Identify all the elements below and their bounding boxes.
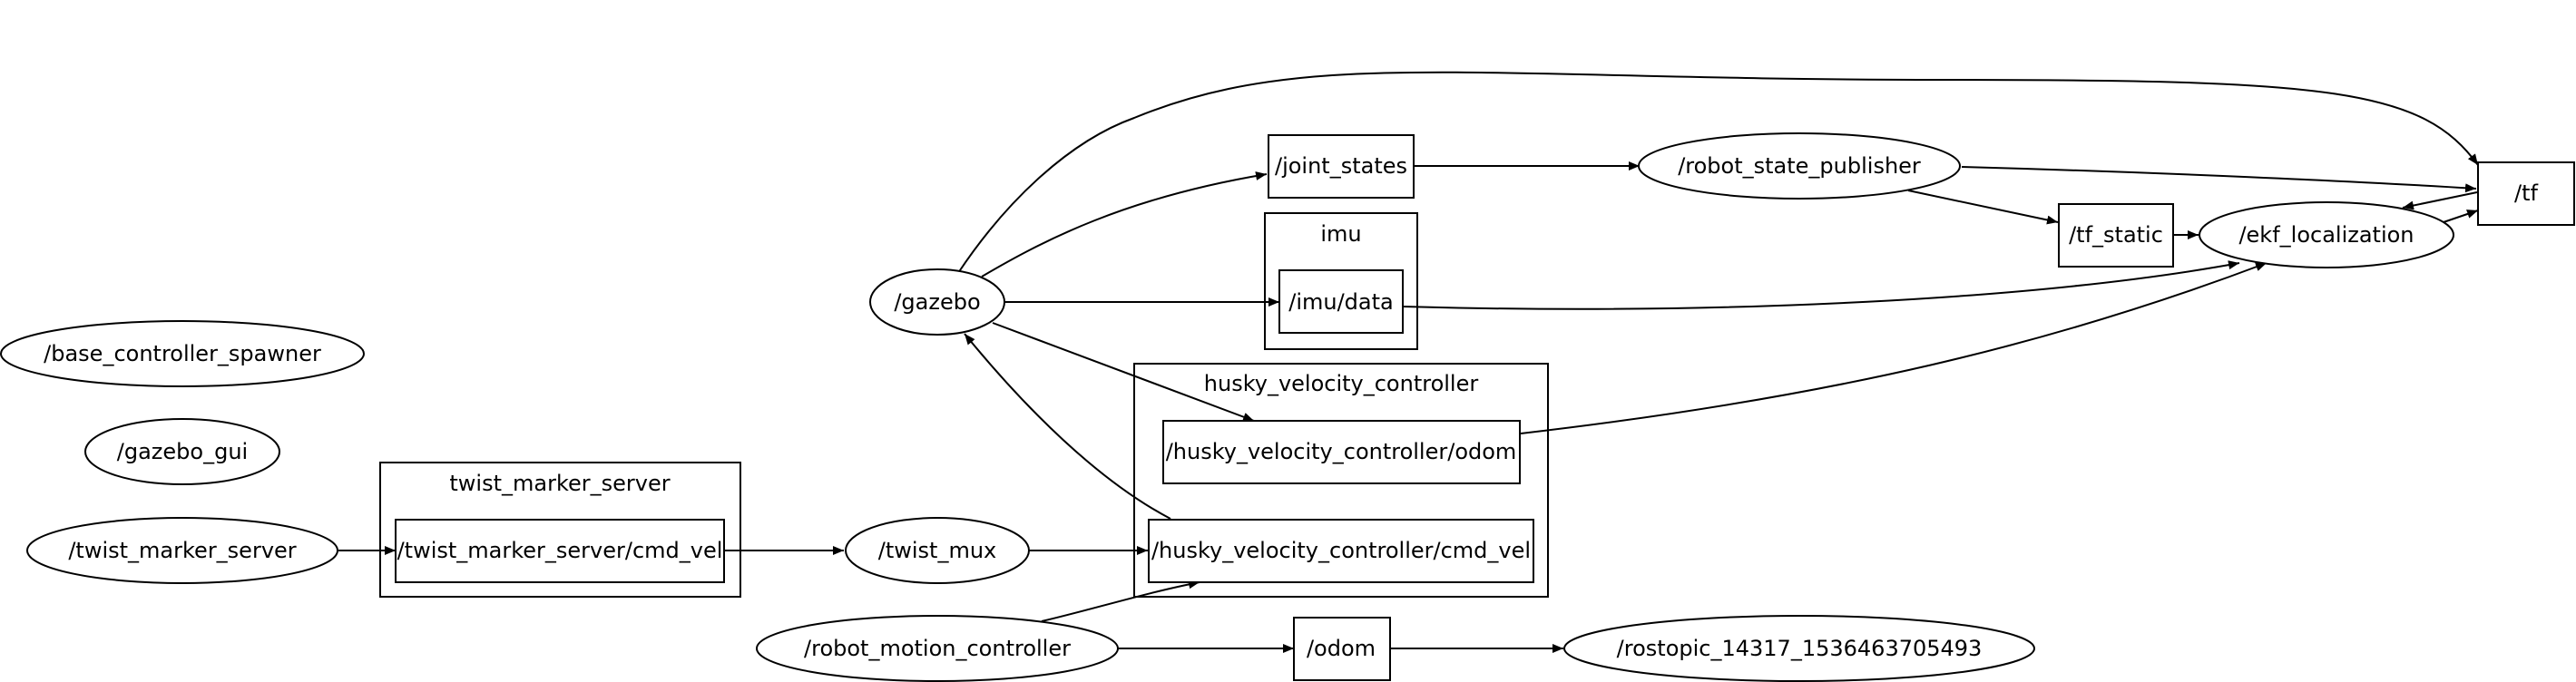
edge-husky-odom-to-ekf-localization[interactable]: [1520, 262, 2267, 434]
node-joint-states[interactable]: /joint_states: [1268, 134, 1415, 199]
cluster-husky-velocity-controller: husky_velocity_controller: [1133, 363, 1549, 598]
edge-robot-state-publisher-to-tf-static[interactable]: [1907, 190, 2059, 225]
cluster-imu: imu: [1264, 212, 1418, 350]
nodes: /base_controller_spawner /gazebo_gui /tw…: [0, 132, 2575, 682]
node-tf[interactable]: /tf: [2477, 161, 2575, 226]
node-gazebo-gui-label: /gazebo_gui: [117, 439, 248, 464]
node-twist-marker-server[interactable]: /twist_marker_server: [26, 517, 338, 584]
node-tf-label: /tf: [2514, 180, 2538, 206]
node-twist-marker-server-cmd-vel-label: /twist_marker_server/cmd_vel: [397, 538, 723, 563]
node-robot-state-publisher-label: /robot_state_publisher: [1678, 153, 1921, 179]
node-base-controller-spawner[interactable]: /base_controller_spawner: [0, 320, 365, 387]
node-husky-velocity-controller-cmd-vel[interactable]: /husky_velocity_controller/cmd_vel: [1148, 519, 1534, 583]
edge-robot-state-publisher-to-tf[interactable]: [1961, 166, 2477, 193]
edge-husky-cmd-vel-to-gazebo[interactable]: [964, 333, 1171, 520]
node-robot-state-publisher[interactable]: /robot_state_publisher: [1638, 132, 1961, 200]
node-joint-states-label: /joint_states: [1275, 153, 1407, 179]
cluster-twist-marker-server-label: twist_marker_server: [449, 471, 670, 496]
cluster-imu-label: imu: [1320, 221, 1361, 247]
node-husky-velocity-controller-cmd-vel-label: /husky_velocity_controller/cmd_vel: [1151, 538, 1531, 563]
node-husky-velocity-controller-odom[interactable]: /husky_velocity_controller/odom: [1162, 420, 1521, 484]
edge-gazebo-to-joint-states[interactable]: [981, 171, 1268, 278]
node-gazebo-gui[interactable]: /gazebo_gui: [84, 418, 280, 485]
edge-gazebo-to-tf[interactable]: [957, 71, 2479, 274]
edges: [338, 71, 2479, 653]
node-twist-marker-server-label: /twist_marker_server: [68, 538, 296, 563]
node-odom-label: /odom: [1307, 636, 1376, 661]
cluster-husky-velocity-controller-label: husky_velocity_controller: [1204, 371, 1479, 396]
node-ekf-localization[interactable]: /ekf_localization: [2199, 201, 2454, 268]
node-tf-static[interactable]: /tf_static: [2058, 203, 2174, 268]
node-base-controller-spawner-label: /base_controller_spawner: [44, 341, 321, 366]
edge-gazebo-to-husky-odom[interactable]: [992, 322, 1255, 422]
node-rostopic-label: /rostopic_14317_1536463705493: [1617, 636, 1983, 661]
node-gazebo[interactable]: /gazebo: [869, 268, 1005, 336]
edge-tf-to-ekf-localization[interactable]: [2402, 191, 2478, 210]
node-robot-motion-controller[interactable]: /robot_motion_controller: [756, 615, 1119, 682]
edge-ekf-localization-to-tf[interactable]: [2440, 209, 2479, 224]
node-twist-marker-server-cmd-vel[interactable]: /twist_marker_server/cmd_vel: [395, 519, 725, 583]
edge-robot-motion-controller-to-husky-cmd-vel[interactable]: [1041, 580, 1200, 622]
node-rostopic[interactable]: /rostopic_14317_1536463705493: [1563, 615, 2035, 682]
node-husky-velocity-controller-odom-label: /husky_velocity_controller/odom: [1166, 439, 1517, 464]
node-imu-data[interactable]: /imu/data: [1278, 269, 1404, 334]
node-robot-motion-controller-label: /robot_motion_controller: [804, 636, 1071, 661]
edge-imu-data-to-ekf-localization[interactable]: [1402, 260, 2240, 310]
node-gazebo-label: /gazebo: [894, 289, 980, 315]
node-tf-static-label: /tf_static: [2069, 222, 2163, 248]
node-twist-mux[interactable]: /twist_mux: [845, 517, 1030, 584]
node-odom[interactable]: /odom: [1293, 617, 1391, 681]
node-imu-data-label: /imu/data: [1288, 289, 1394, 315]
cluster-twist-marker-server: twist_marker_server: [379, 462, 741, 598]
node-ekf-localization-label: /ekf_localization: [2238, 222, 2414, 248]
node-twist-mux-label: /twist_mux: [878, 538, 997, 563]
